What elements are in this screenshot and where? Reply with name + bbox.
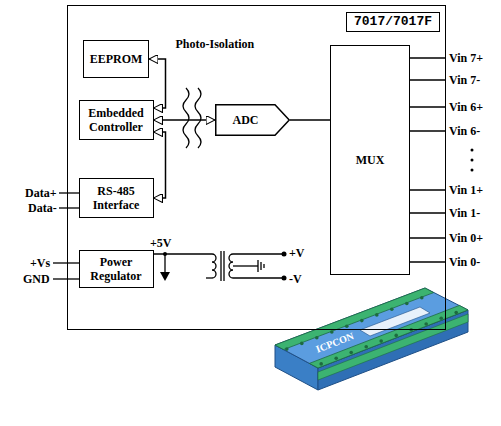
pin-name: Vin 1+ xyxy=(449,184,483,197)
pin-name: Vin 7- xyxy=(449,74,480,87)
block-label: Power Regulator xyxy=(80,255,153,283)
power-box: Power Regulator xyxy=(79,250,154,288)
block-label: EEPROM xyxy=(90,52,143,66)
junction-dots xyxy=(160,149,474,282)
bus-connector xyxy=(154,119,216,121)
pin-name: Vin 0+ xyxy=(449,232,483,245)
bus-connector xyxy=(290,119,330,121)
signal-name: Data+ xyxy=(25,187,57,200)
isolation-label: Photo-Isolation xyxy=(174,38,257,51)
block-label: Embedded Controller xyxy=(80,106,153,134)
model-number: 7017/7017F xyxy=(346,12,440,32)
memory-box: EEPROM xyxy=(83,40,149,78)
block-label: ADC xyxy=(233,113,259,127)
mux-box: MUX xyxy=(330,45,410,275)
voltage-label: -V xyxy=(289,273,302,286)
signal-name: Data- xyxy=(28,202,57,215)
power-pin: GND xyxy=(23,273,50,286)
adc-block: ADC xyxy=(215,104,290,136)
pin-name: Vin 7+ xyxy=(449,52,483,65)
pin-name: Vin 6+ xyxy=(449,101,483,114)
block-label: RS-485 Interface xyxy=(80,184,153,212)
device-photo xyxy=(275,288,468,390)
module-housing: 7017/7017F EEPROM Embedded ControllerRS-48… xyxy=(67,5,446,330)
controller-box: Embedded Controller xyxy=(79,100,154,140)
block-label: MUX xyxy=(356,153,385,167)
brand-logo: ICPCON xyxy=(313,329,354,355)
pin-name: Vin 1- xyxy=(449,207,480,220)
pin-name: Vin 0- xyxy=(449,256,480,269)
voltage-label: +5V xyxy=(150,237,172,250)
voltage-label: +V xyxy=(289,247,305,260)
bus-connector xyxy=(154,132,166,198)
power-pin: +Vs xyxy=(30,257,50,270)
interface-box: RS-485 Interface xyxy=(79,178,154,218)
pin-name: Vin 6- xyxy=(449,125,480,138)
